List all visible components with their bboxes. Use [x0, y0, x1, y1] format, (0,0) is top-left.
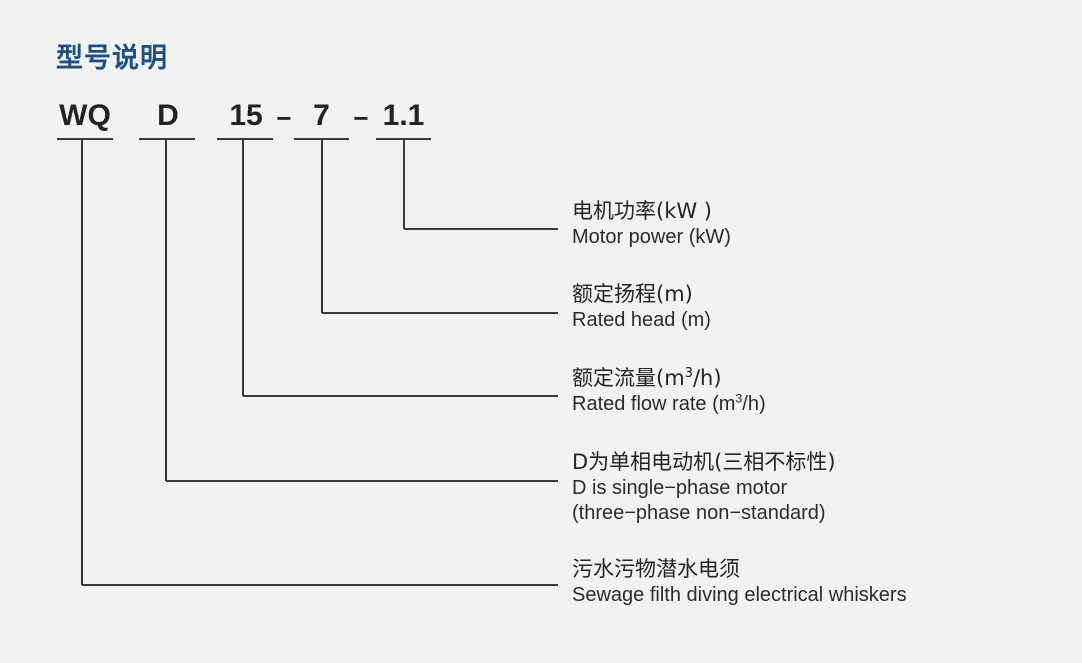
callout-label-cn-rated-flow-rate: 额定流量(m3/h): [572, 366, 722, 390]
callout-sewage-submersible-pump: 污水污物潜水电须 Sewage filth diving electrical w…: [572, 556, 907, 608]
callout-motor-power: 电机功率(kW ) Motor power (kW): [572, 198, 731, 250]
callout-label-cn-single-phase-motor: D为单相电动机(三相不标性): [572, 450, 836, 474]
callout-label-cn-motor-power: 电机功率(kW ): [572, 199, 712, 223]
callout-single-phase-motor: D为单相电动机(三相不标性) D is single−phase motor (th…: [572, 449, 836, 526]
callout-rated-flow-rate: 额定流量(m3/h)Rated flow rate (m3/h): [572, 365, 766, 417]
model-code-segment-d: D: [157, 99, 179, 132]
model-code-segment-n11: 1.1: [382, 99, 425, 132]
callout-label-en-rated-flow-rate-1: Rated flow rate (m3/h): [572, 391, 766, 415]
model-code-dash-2: −: [353, 103, 369, 133]
model-code-segment-n15: 15: [229, 99, 263, 132]
superscript: 3: [735, 391, 743, 406]
model-code-dash-1: −: [276, 103, 292, 133]
callout-label-en-single-phase-motor-1: D is single−phase motor: [572, 477, 788, 499]
callout-rated-head: 额定扬程(m) Rated head (m): [572, 281, 711, 333]
callout-label-en-motor-power-1: Motor power (kW): [572, 226, 731, 248]
callout-label-cn-sewage-submersible-pump: 污水污物潜水电须: [572, 557, 740, 581]
callout-label-cn-rated-head: 额定扬程(m): [572, 282, 693, 306]
model-code-segment-n7: 7: [313, 99, 330, 132]
callout-label-en-single-phase-motor-2: (three−phase non−standard): [572, 502, 826, 524]
superscript: 3: [684, 366, 693, 381]
callout-label-en-rated-head-1: Rated head (m): [572, 309, 711, 331]
page-title: 型号说明: [56, 43, 168, 73]
model-code-segment-wq: WQ: [59, 99, 111, 132]
callout-label-en-sewage-submersible-pump-1: Sewage filth diving electrical whiskers: [572, 584, 907, 606]
